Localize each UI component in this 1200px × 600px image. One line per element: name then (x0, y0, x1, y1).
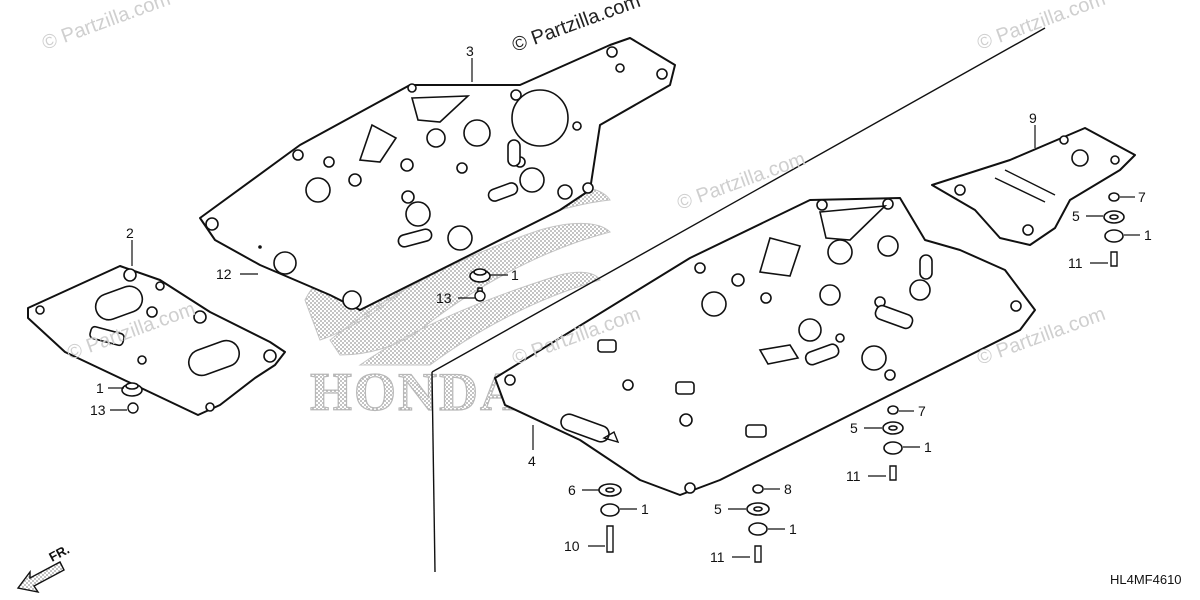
watermark: © Partzilla.com (674, 148, 808, 215)
callout-part-13-left: 13 (90, 402, 106, 418)
callout-part-6: 6 (568, 482, 576, 498)
honda-logo-text: HONDA (310, 362, 521, 422)
callout-part-4: 4 (528, 453, 536, 469)
part-3-upper-skid-plate (199, 37, 676, 311)
callout-part-1-left: 1 (96, 380, 104, 396)
fastener-left-stack (121, 382, 143, 414)
leader-lines (108, 58, 1140, 558)
front-arrow-icon (16, 561, 65, 594)
fastener-right-stack-mid (882, 405, 904, 481)
diagram-code: HL4MF4610 (1110, 572, 1182, 587)
part-2-left-plate (27, 265, 286, 416)
front-marker-label: FR. (46, 542, 72, 565)
callout-part-3: 3 (466, 43, 474, 59)
fastener-right-stack-top (1103, 192, 1125, 267)
separator-line (431, 27, 1046, 573)
callout-part-1-center: 1 (511, 267, 519, 283)
callout-part-11-mid: 11 (846, 468, 861, 484)
callout-part-8: 8 (784, 481, 792, 497)
callout-part-1-mid: 1 (924, 439, 932, 455)
callout-part-2: 2 (126, 225, 134, 241)
callout-part-13-center: 13 (436, 290, 452, 306)
part-9-bracket (931, 127, 1136, 246)
callout-part-5-bottom: 5 (714, 501, 722, 517)
callout-part-1-right: 1 (1144, 227, 1152, 243)
callout-part-1-bottom-left: 1 (641, 501, 649, 517)
fastener-bottom-left-stack (598, 483, 622, 553)
callout-part-7-mid: 7 (918, 403, 926, 419)
callout-part-9: 9 (1029, 110, 1037, 126)
callout-part-7-right: 7 (1138, 189, 1146, 205)
callout-part-5-right: 5 (1072, 208, 1080, 224)
fastener-grommet-center (469, 268, 491, 302)
callout-part-11-right: 11 (1068, 255, 1083, 271)
watermark: © Partzilla.com (39, 0, 173, 55)
part-4-lower-skid-plate (494, 197, 1036, 496)
fastener-bottom-right-stack (746, 484, 770, 563)
callout-part-11-bottom: 11 (710, 549, 725, 565)
callout-part-10: 10 (564, 538, 580, 554)
callout-part-12: 12 (216, 266, 232, 282)
callout-part-1-bottom-right: 1 (789, 521, 797, 537)
front-direction-marker: FR. (16, 542, 72, 594)
watermark: © Partzilla.com (974, 0, 1108, 55)
callout-part-5-mid: 5 (850, 420, 858, 436)
honda-logo: HONDA (304, 185, 611, 423)
